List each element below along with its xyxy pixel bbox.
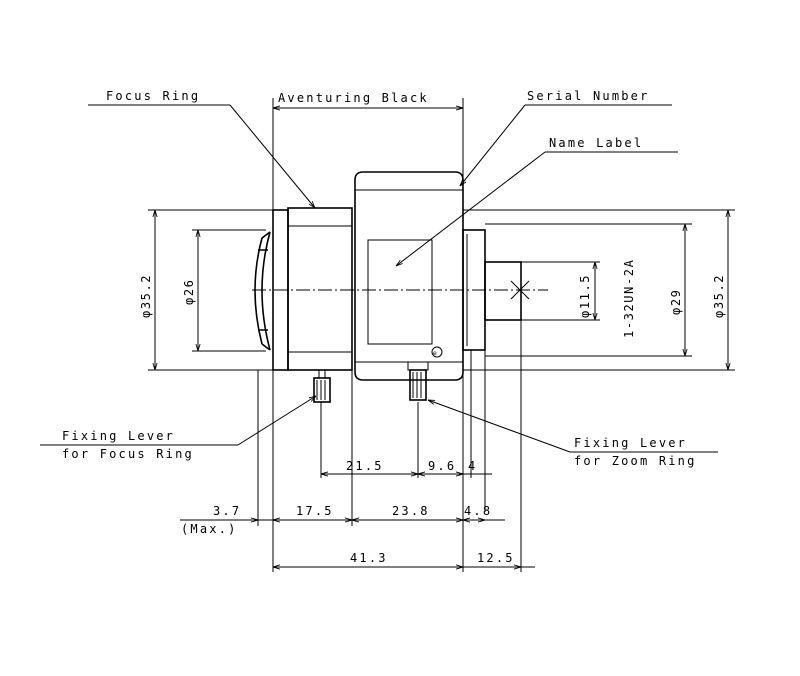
dim-21-5: 21.5 <box>346 459 384 473</box>
serial-emblem <box>431 346 443 358</box>
lens-body: e <box>252 171 548 512</box>
svg-text:e: e <box>433 350 437 357</box>
label-aventuring-black: Aventuring Black <box>278 91 429 105</box>
dim-mount-thread: 1-32UN-2A <box>622 259 636 338</box>
zoom-fixing-lever <box>407 361 429 401</box>
dim-41-3: 41.3 <box>350 551 388 565</box>
dim-phi-29: φ29 <box>669 289 683 315</box>
dim-23-8: 23.8 <box>392 504 430 518</box>
dim-4: 4 <box>468 459 477 473</box>
label-fixing-lever-zoom-line2: for Zoom Ring <box>574 454 697 468</box>
diameter-dimensions <box>148 209 735 371</box>
dim-17-5: 17.5 <box>296 504 334 518</box>
label-fixing-lever-focus-line1: Fixing Lever <box>62 429 175 443</box>
label-focus-ring: Focus Ring <box>106 89 200 103</box>
focus-ring <box>287 207 353 371</box>
label-fixing-lever-focus-line2: for Focus Ring <box>62 447 194 461</box>
dim-phi-35-2-left: φ35.2 <box>139 274 153 318</box>
dim-4-8: 4.8 <box>464 504 492 518</box>
dim-phi-26: φ26 <box>182 279 196 305</box>
dim-max-note: (Max.) <box>181 522 238 536</box>
dim-12-5: 12.5 <box>477 551 515 565</box>
label-name-label: Name Label <box>549 136 643 150</box>
front-glass <box>254 231 271 351</box>
name-label-plate <box>367 239 433 345</box>
length-dimensions <box>180 98 535 572</box>
main-body <box>354 171 464 381</box>
focus-fixing-lever <box>313 370 331 403</box>
label-serial-number: Serial Number <box>527 89 650 103</box>
dim-phi-11-5: φ11.5 <box>578 274 592 318</box>
label-fixing-lever-zoom-line1: Fixing Lever <box>574 436 687 450</box>
dim-phi-35-2-right: φ35.2 <box>712 274 726 318</box>
rear-barrel <box>484 261 522 321</box>
callout-leaders <box>40 104 718 453</box>
dim-9-6: 9.6 <box>428 459 456 473</box>
dim-3-7: 3.7 <box>213 504 241 518</box>
